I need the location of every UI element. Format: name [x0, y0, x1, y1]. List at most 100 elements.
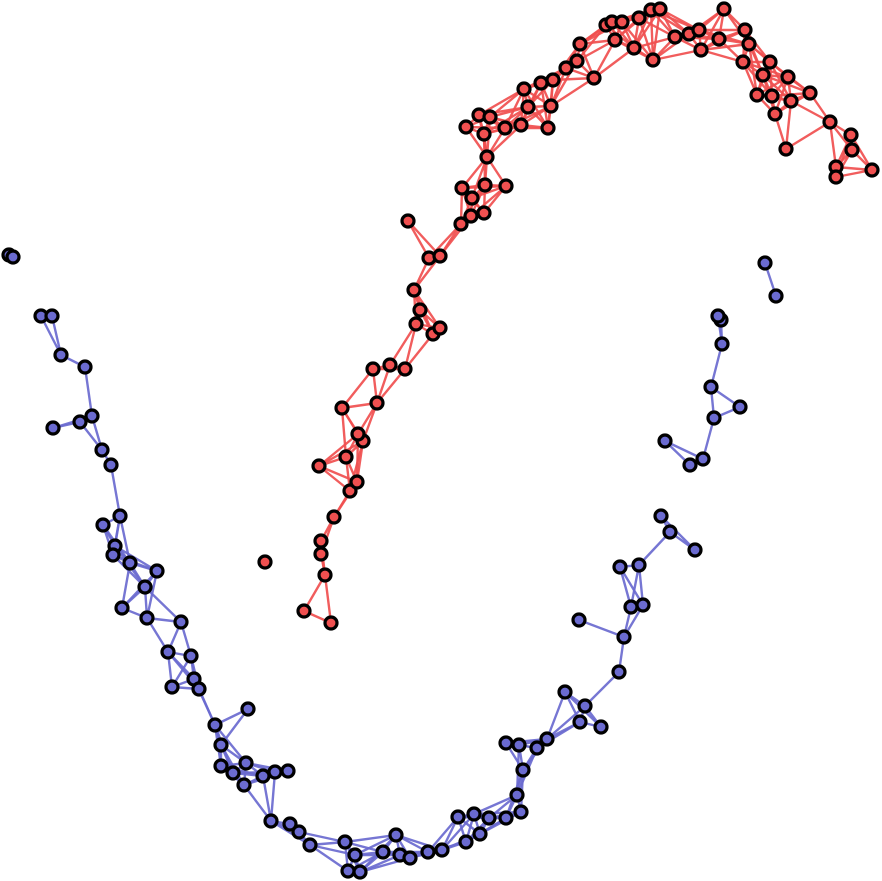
- graph-node: [53, 347, 69, 363]
- graph-node: [481, 810, 497, 826]
- graph-node: [464, 190, 480, 206]
- graph-node: [691, 22, 707, 38]
- graph-node: [545, 72, 561, 88]
- graph-node: [693, 42, 709, 58]
- graph-node: [463, 208, 479, 224]
- graph-node: [183, 648, 199, 664]
- graph-node: [741, 36, 757, 52]
- graph-edge: [340, 406, 348, 459]
- red-component-nodes: [257, 1, 880, 631]
- graph-node: [72, 414, 88, 430]
- graph-node: [105, 547, 121, 563]
- graph-node: [586, 70, 602, 86]
- graph-node: [511, 737, 527, 753]
- graph-node: [631, 10, 647, 26]
- graph-node: [768, 288, 784, 304]
- graph-node: [631, 557, 647, 573]
- graph-node: [711, 31, 727, 47]
- graph-node: [95, 517, 111, 533]
- graph-edge: [317, 432, 360, 468]
- graph-node: [520, 99, 536, 115]
- graph-node: [498, 178, 514, 194]
- graph-node: [103, 457, 119, 473]
- graph-node: [714, 336, 730, 352]
- graph-node: [122, 555, 138, 571]
- graph-node: [213, 758, 229, 774]
- graph-node: [755, 67, 771, 83]
- graph-node: [515, 762, 531, 778]
- graph-node: [434, 842, 450, 858]
- graph-edge: [394, 833, 444, 852]
- graph-edge: [440, 812, 476, 852]
- graph-node: [529, 740, 545, 756]
- graph-node: [45, 420, 61, 436]
- graph-node: [213, 737, 229, 753]
- graph-node: [509, 787, 525, 803]
- graph-node: [432, 248, 448, 264]
- graph-node: [280, 763, 296, 779]
- graph-node: [365, 361, 381, 377]
- graph-edge: [545, 704, 587, 741]
- graph-node: [369, 395, 385, 411]
- graph-edge: [109, 463, 122, 518]
- graph-node: [302, 837, 318, 853]
- graph-node: [593, 719, 609, 735]
- graph-node: [513, 117, 529, 133]
- graph-node: [466, 806, 482, 822]
- graph-node: [44, 308, 60, 324]
- graph-node: [543, 98, 559, 114]
- graph-node: [577, 698, 593, 714]
- graph-node: [652, 1, 668, 17]
- graph-edge: [659, 514, 697, 552]
- graph-node: [635, 597, 651, 613]
- graph-edge: [353, 833, 398, 857]
- graph-node: [828, 169, 844, 185]
- graph-node: [737, 22, 753, 38]
- graph-edge: [577, 618, 626, 639]
- graph-node: [139, 610, 155, 626]
- graph-edge: [340, 367, 375, 410]
- graph-node: [77, 359, 93, 375]
- graph-node: [476, 205, 492, 221]
- graph-node: [458, 119, 474, 135]
- graph-node: [94, 442, 110, 458]
- graph-node: [349, 474, 365, 490]
- graph-node: [207, 717, 223, 733]
- graph-node: [822, 114, 838, 130]
- graph-edge: [143, 585, 183, 624]
- graph-edge: [406, 219, 442, 258]
- graph-edge: [323, 573, 333, 625]
- graph-node: [406, 282, 422, 298]
- graph-node: [667, 29, 683, 45]
- graph-edge: [485, 123, 523, 159]
- graph-node: [732, 399, 748, 415]
- graph-node: [611, 664, 627, 680]
- graph-node: [137, 579, 153, 595]
- graph-edge: [784, 120, 832, 151]
- graph-node: [317, 567, 333, 583]
- graph-edge: [651, 7, 662, 62]
- graph-edge: [549, 76, 596, 108]
- graph-node: [313, 546, 329, 562]
- graph-node: [687, 542, 703, 558]
- graph-node: [767, 106, 783, 122]
- graph-edge: [699, 42, 751, 52]
- graph-edge: [747, 42, 759, 97]
- graph-edge: [592, 46, 636, 80]
- graph-node: [84, 408, 100, 424]
- graph-edge: [269, 819, 312, 847]
- graph-edge: [297, 830, 347, 844]
- graph-node: [326, 509, 342, 525]
- graph-node: [533, 75, 549, 91]
- graph-node: [626, 40, 642, 56]
- graph-node: [695, 451, 711, 467]
- graph-node: [347, 847, 363, 863]
- graph-edge: [472, 793, 519, 816]
- graph-node: [757, 255, 773, 271]
- graph-node: [173, 614, 189, 630]
- graph-node: [571, 612, 587, 628]
- graph-node: [311, 458, 327, 474]
- graph-node: [313, 533, 329, 549]
- graph-node: [557, 684, 573, 700]
